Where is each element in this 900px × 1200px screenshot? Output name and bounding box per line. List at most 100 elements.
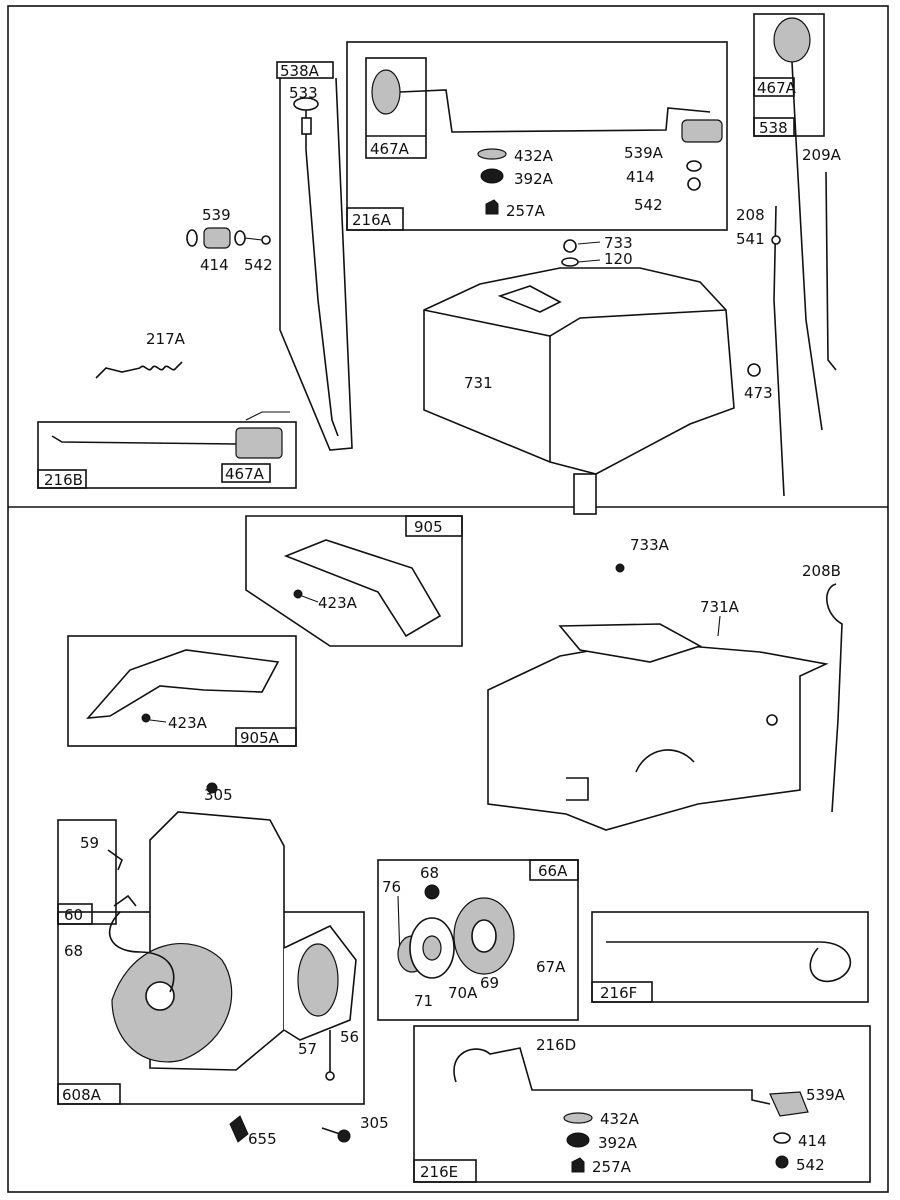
cover-731-tab xyxy=(573,473,597,515)
screw-head xyxy=(261,235,271,245)
label-539A-top: 539A xyxy=(624,144,664,162)
box-216F xyxy=(591,911,869,1003)
knob-467A-right xyxy=(773,17,811,63)
part-432A-bottom xyxy=(563,1112,593,1124)
label-432A-bottom: 432A xyxy=(600,1110,640,1128)
label-box-216A xyxy=(346,207,404,231)
label-box-905A xyxy=(235,727,297,747)
cover-731-top-edge xyxy=(423,309,727,337)
leader-423A-bottom xyxy=(149,719,167,723)
screw-305-bottom-shank xyxy=(321,1127,341,1135)
label-box-66A xyxy=(529,859,579,881)
housing-731A-top-plate xyxy=(558,623,703,663)
label-731A: 731A xyxy=(700,598,740,616)
starter-rope-reel xyxy=(297,943,339,1017)
diagram-border xyxy=(7,5,889,1193)
rope-68 xyxy=(108,911,175,993)
label-905: 905 xyxy=(414,518,443,536)
leader-120 xyxy=(577,259,601,263)
screw-305-top xyxy=(206,782,218,794)
clip-541 xyxy=(771,235,781,245)
label-66A: 66A xyxy=(538,862,568,880)
rewind-starter-608A: 305 60 59 608A 68 57 56 655 305 xyxy=(57,782,389,1148)
label-467A-box: 467A xyxy=(370,140,410,158)
label-538: 538 xyxy=(759,119,788,137)
knob-533 xyxy=(293,97,319,111)
part-392A-top xyxy=(480,168,504,184)
label-67A: 67A xyxy=(536,958,566,976)
leader-733 xyxy=(577,241,601,245)
governor-link-216B: 216B 467A xyxy=(37,411,297,489)
remote-control-216A: 216A 467A 432A 392A 257A 539A 414 542 xyxy=(346,41,728,231)
part-71-hub xyxy=(422,935,442,961)
nut-542-top xyxy=(687,177,701,191)
part-432A-top xyxy=(477,148,507,160)
label-box-608A xyxy=(57,1083,121,1105)
label-432A-top: 432A xyxy=(514,147,554,165)
label-box-538 xyxy=(753,117,795,137)
label-68-left: 68 xyxy=(64,942,83,960)
label-68: 68 xyxy=(420,864,439,882)
part-70A-hub xyxy=(471,919,497,953)
ball-68 xyxy=(424,884,440,900)
baffle-905A-plate xyxy=(86,649,280,719)
rod-209A xyxy=(825,171,837,371)
label-305-bottom: 305 xyxy=(360,1114,389,1132)
screw-423A-top xyxy=(293,589,303,599)
washer-414-top xyxy=(686,160,702,172)
box-66A xyxy=(377,859,579,1021)
label-414-top: 414 xyxy=(626,168,655,186)
label-216A: 216A xyxy=(352,211,392,229)
label-60: 60 xyxy=(64,906,83,924)
nut-542-bottom xyxy=(775,1155,789,1169)
part-257A-top xyxy=(485,199,499,215)
baffle-905-plate xyxy=(283,539,442,638)
label-69: 69 xyxy=(480,974,499,992)
label-209A: 209A xyxy=(802,146,842,164)
link-216F xyxy=(606,941,852,983)
label-733A: 733A xyxy=(630,536,670,554)
label-216E: 216E xyxy=(420,1163,458,1181)
cover-731-opening xyxy=(497,285,562,313)
housing-731A-hole xyxy=(766,714,778,726)
spring-hook xyxy=(95,367,141,379)
choke-rod-outline xyxy=(279,77,353,451)
label-216F: 216F xyxy=(600,984,637,1002)
leader-731A xyxy=(717,615,721,637)
label-217A: 217A xyxy=(146,330,186,348)
bracket-cluster-539: 539 414 542 xyxy=(186,206,273,274)
label-539A-bottom: 539A xyxy=(806,1086,846,1104)
housing-731A-cutout xyxy=(635,749,695,773)
screw-733A xyxy=(615,563,625,573)
choke-rod xyxy=(305,110,339,437)
box-905A xyxy=(67,635,297,747)
part-392A-bottom xyxy=(566,1132,590,1148)
label-392A-bottom: 392A xyxy=(598,1134,638,1152)
label-423A-bottom: 423A xyxy=(168,714,208,732)
box-216B xyxy=(37,421,297,489)
label-208B: 208B xyxy=(802,562,841,580)
label-56: 56 xyxy=(340,1028,359,1046)
link-rod-216B xyxy=(51,435,237,445)
label-608A: 608A xyxy=(62,1086,102,1104)
screw-305-bottom xyxy=(337,1129,351,1143)
label-box-905 xyxy=(405,515,463,537)
control-bracket xyxy=(245,411,290,421)
rod-208 xyxy=(773,205,785,497)
label-473: 473 xyxy=(744,384,773,402)
label-733: 733 xyxy=(604,234,633,252)
box-216A xyxy=(346,41,728,231)
box-467A xyxy=(365,57,427,159)
label-71: 71 xyxy=(414,992,433,1010)
control-cable-216A xyxy=(399,89,711,133)
part-733 xyxy=(563,239,577,253)
starter-clutch-66A: 66A 68 76 71 70A 69 67A xyxy=(377,859,579,1021)
nut-542-left xyxy=(234,230,246,246)
box-216E xyxy=(413,1025,871,1183)
part-257A-bottom xyxy=(571,1157,585,1173)
washer-414-left xyxy=(186,229,198,247)
cable-216D xyxy=(453,1047,771,1105)
label-392A-top: 392A xyxy=(514,170,554,188)
label-539-left: 539 xyxy=(202,206,231,224)
